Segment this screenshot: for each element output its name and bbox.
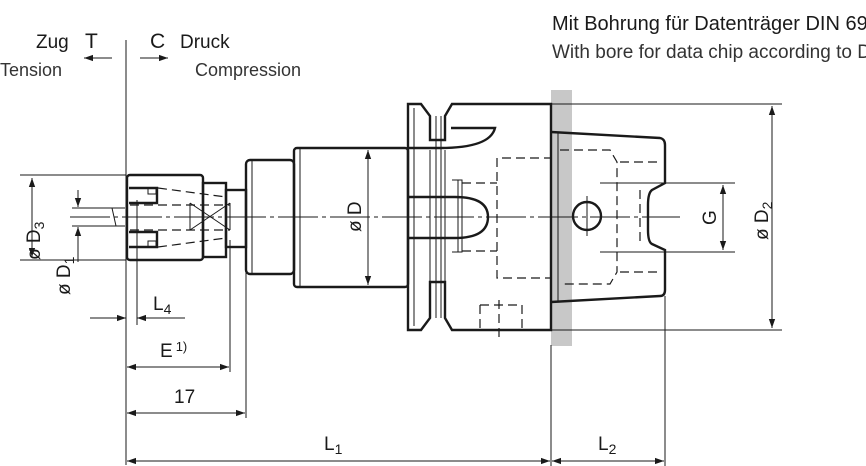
title-de: Mit Bohrung für Datenträger DIN 69873 (552, 13, 866, 35)
tension-symbol: T (85, 30, 98, 53)
title-en: With bore for data chip according to DIN… (552, 42, 866, 63)
compression-de-label: Druck (180, 32, 230, 53)
fixed-length-label: 17 (174, 387, 195, 408)
tension-de-label: Zug (36, 32, 69, 53)
d3-label: ø D3 (24, 221, 47, 260)
extension-lines (20, 103, 782, 466)
d2-label: ø D2 (752, 201, 775, 240)
d1-label: ø D1 (54, 256, 77, 295)
holder-body (244, 102, 667, 340)
tension-en-label: Tension (0, 60, 62, 80)
l2-label: L2 (598, 434, 617, 457)
compression-en-label: Compression (195, 60, 301, 80)
l1-label: L1 (324, 434, 343, 457)
l4-label: L4 (153, 294, 172, 317)
g-label: G (700, 210, 721, 225)
d-label: ø D (345, 201, 366, 232)
compression-symbol: C (150, 30, 165, 53)
contact-face (551, 90, 572, 346)
collet-nut (111, 173, 248, 262)
